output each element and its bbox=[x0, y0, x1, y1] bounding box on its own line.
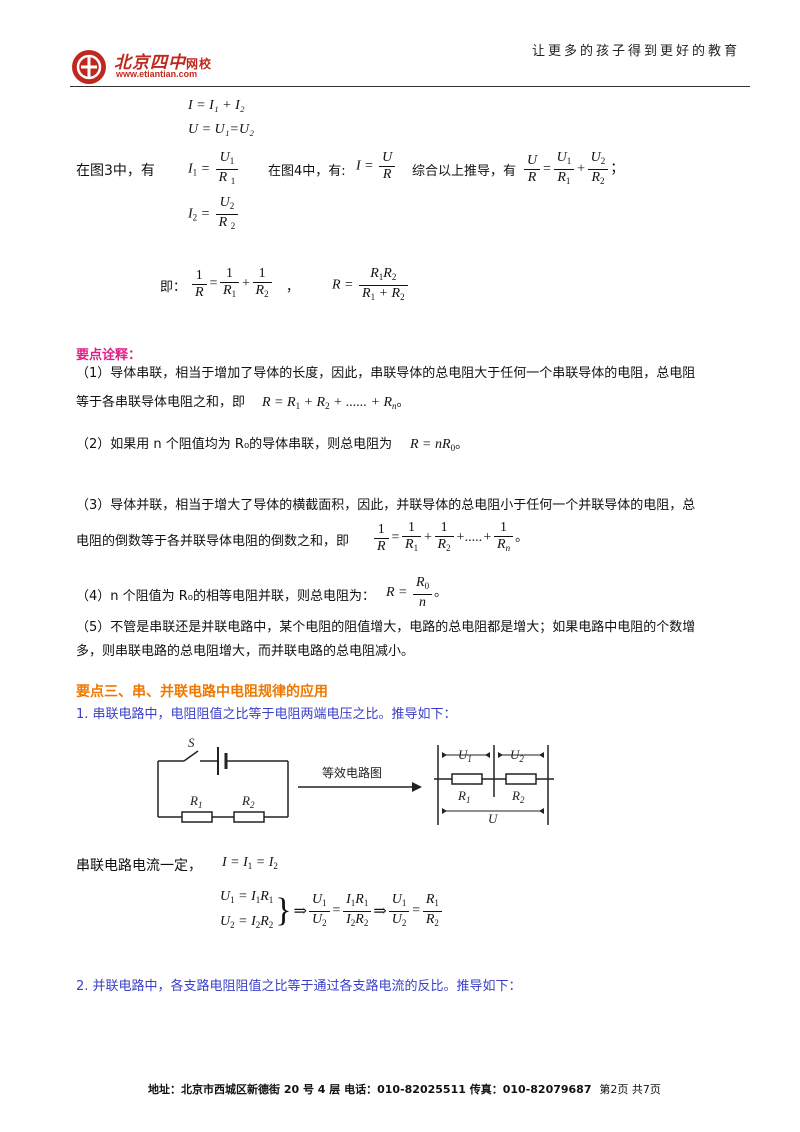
note-1-line-b: 等于各串联导体电阻之和，即 bbox=[76, 395, 246, 410]
series-circuit-diagram: S R1 R2 等效电路图 U1 U2 R1 R2 U bbox=[157, 735, 554, 826]
resistor-r1-left bbox=[181, 811, 213, 823]
resistor-r1-right bbox=[451, 773, 483, 785]
svg-text:R1: R1 bbox=[189, 793, 202, 810]
footer-page: 第2页 共7页 bbox=[599, 1083, 661, 1096]
note-1-line-a: （1）导体串联，相当于增加了导体的长度，因此，串联导体的总电阻大于任何一个串联导… bbox=[76, 366, 696, 381]
series-current-lead: 串联电路电流一定， bbox=[76, 858, 202, 874]
eq-voltage-equal: U = U₁=U₂ bbox=[188, 122, 254, 137]
semicolon: ； bbox=[610, 160, 625, 177]
footer-fax: 传真：010-82079687 bbox=[469, 1083, 592, 1096]
resistor-r2-right bbox=[505, 773, 537, 785]
svg-text:U2: U2 bbox=[510, 747, 524, 764]
fig4-lead: 在图4中，有: bbox=[268, 164, 346, 179]
equivalent-circuit bbox=[434, 745, 554, 825]
notes-heading: 要点诠释： bbox=[76, 348, 142, 363]
resistor-r2-left bbox=[233, 811, 265, 823]
footer: 地址：北京市西城区新德街 20 号 4 层 电话：010-82025511 传真… bbox=[148, 1081, 661, 1097]
switch-s bbox=[183, 750, 199, 762]
note-4-period: 。 bbox=[434, 585, 448, 601]
ji-comma: ， bbox=[286, 280, 300, 295]
eq-series-current: I = I1 = I2 bbox=[222, 855, 278, 871]
svg-text:R2: R2 bbox=[241, 793, 255, 810]
original-circuit bbox=[157, 747, 289, 823]
note-5-line-a: （5）不管是串联还是并联电路中，某个电阻的阻值增大，电路的总电阻都是增大；如果电… bbox=[76, 620, 696, 635]
eq-u1: U1 = I1R1 bbox=[220, 889, 274, 905]
svg-text:R1: R1 bbox=[457, 788, 470, 805]
logo-name: 北京四中 bbox=[114, 53, 186, 73]
diagram-label: 等效电路图 bbox=[322, 765, 382, 780]
footer-address: 地址：北京市西城区新德街 20 号 4 层 bbox=[148, 1083, 341, 1096]
summary-lead: 综合以上推导，有 bbox=[412, 164, 517, 179]
note-2-period: 。 bbox=[455, 437, 469, 452]
fig3-lead: 在图3中，有 bbox=[76, 163, 155, 179]
svg-text:S: S bbox=[188, 735, 195, 750]
eq-series-n: R = nR0。 bbox=[410, 437, 469, 453]
ji-lead: 即： bbox=[160, 280, 187, 295]
eq-current-sum: I = I₁ + I₂ bbox=[188, 98, 245, 113]
note-5-line-b: 多，则串联电路的总电阻增大，而并联电路的总电阻减小。 bbox=[76, 644, 415, 659]
section-3-item-2: 2. 并联电路中，各支路电阻阻值之比等于通过各支路电流的反比。推导如下： bbox=[76, 979, 522, 994]
logo-url: www.etiantian.com bbox=[116, 69, 198, 79]
note-3-line-b: 电阻的倒数等于各并联导体电阻的倒数之和，即 bbox=[76, 534, 350, 549]
header-rule bbox=[70, 86, 750, 87]
footer-phone: 电话：010-82025511 bbox=[344, 1083, 466, 1096]
school-logo-icon bbox=[72, 50, 106, 84]
note-3-line-a: （3）导体并联，相当于增大了导体的横截面积，因此，并联导体的总电阻小于任何一个并… bbox=[76, 498, 696, 513]
note-3-period: 。 bbox=[515, 530, 529, 546]
note-1-period: 。 bbox=[396, 395, 410, 410]
eq-u2: U2 = I2R2 bbox=[220, 914, 274, 930]
svg-text:U: U bbox=[488, 811, 499, 826]
note-2: （2）如果用 n 个阻值均为 R₀的导体串联，则总电阻为 bbox=[76, 437, 393, 452]
header: 北京四中网校 www.etiantian.com 让更多的孩子得到更好的教育 bbox=[70, 40, 750, 90]
svg-text:R2: R2 bbox=[511, 788, 525, 805]
logo-text: 北京四中网校 bbox=[114, 48, 212, 73]
section-3-title: 要点三、串、并联电路中电阻规律的应用 bbox=[76, 684, 328, 700]
logo-tag: 网校 bbox=[186, 57, 213, 71]
note-4: （4）n 个阻值为 R₀的相等电阻并联，则总电阻为： bbox=[76, 589, 376, 604]
section-3-item-1: 1. 串联电路中，电阻阻值之比等于电阻两端电压之比。推导如下： bbox=[76, 707, 457, 722]
header-slogan: 让更多的孩子得到更好的教育 bbox=[531, 44, 740, 59]
svg-text:U1: U1 bbox=[458, 747, 472, 764]
eq-series-sum: R = R1 + R2 + ...... + Rn。 bbox=[262, 395, 410, 411]
